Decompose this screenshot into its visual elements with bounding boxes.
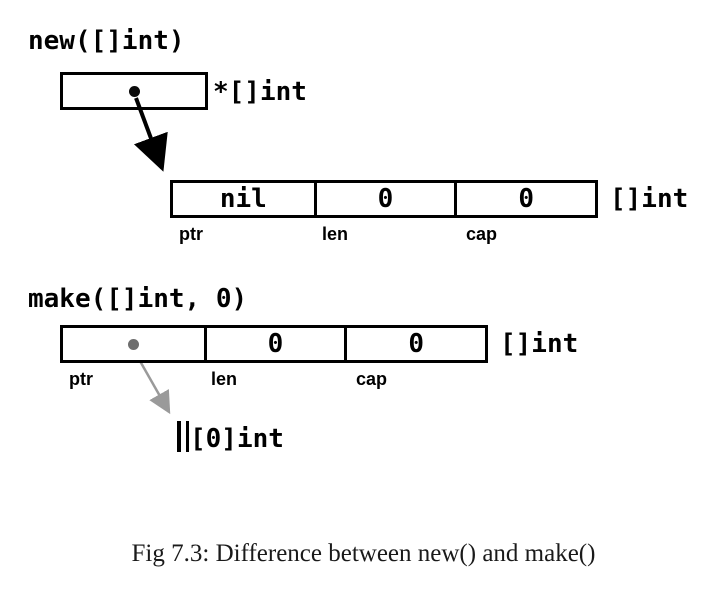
empty-array-icon — [177, 421, 189, 452]
make-call-label: make([]int, 0) — [28, 284, 248, 314]
make-cap-value: 0 — [408, 329, 424, 359]
new-struct-len-cell: 0 — [313, 183, 455, 215]
empty-array-type-label: [0]int — [190, 424, 284, 454]
make-len-value: 0 — [267, 329, 284, 359]
new-struct-ptr-cell: nil — [173, 183, 314, 215]
make-struct-len-cell: 0 — [203, 328, 345, 360]
new-slice-struct: nil 0 0 — [170, 180, 598, 218]
new-pointer-box — [60, 72, 208, 110]
make-cap-field-label: cap — [356, 369, 388, 389]
new-struct-cap-cell: 0 — [454, 183, 595, 215]
new-ptr-field-label: ptr — [179, 224, 203, 244]
make-struct-ptr-cell — [63, 328, 204, 360]
make-slice-struct: 0 0 — [60, 325, 488, 363]
make-struct-type-label: []int — [500, 329, 579, 359]
new-len-value: 0 — [377, 184, 394, 214]
new-pointer-type-label: *[]int — [213, 77, 307, 107]
new-cap-value: 0 — [518, 184, 534, 214]
new-pointer-dot-icon — [128, 85, 140, 97]
new-cap-field-label: cap — [466, 224, 498, 244]
new-len-field-label: len — [322, 224, 349, 244]
make-pointer-dot-icon — [127, 338, 139, 350]
figure-caption: Fig 7.3: Difference between new() and ma… — [131, 540, 596, 567]
make-len-field-label: len — [211, 369, 238, 389]
make-ptr-field-label: ptr — [69, 369, 93, 389]
make-struct-cap-cell: 0 — [344, 328, 485, 360]
new-ptr-value: nil — [219, 184, 267, 214]
new-struct-type-label: []int — [610, 184, 689, 214]
new-call-label: new([]int) — [28, 26, 185, 56]
